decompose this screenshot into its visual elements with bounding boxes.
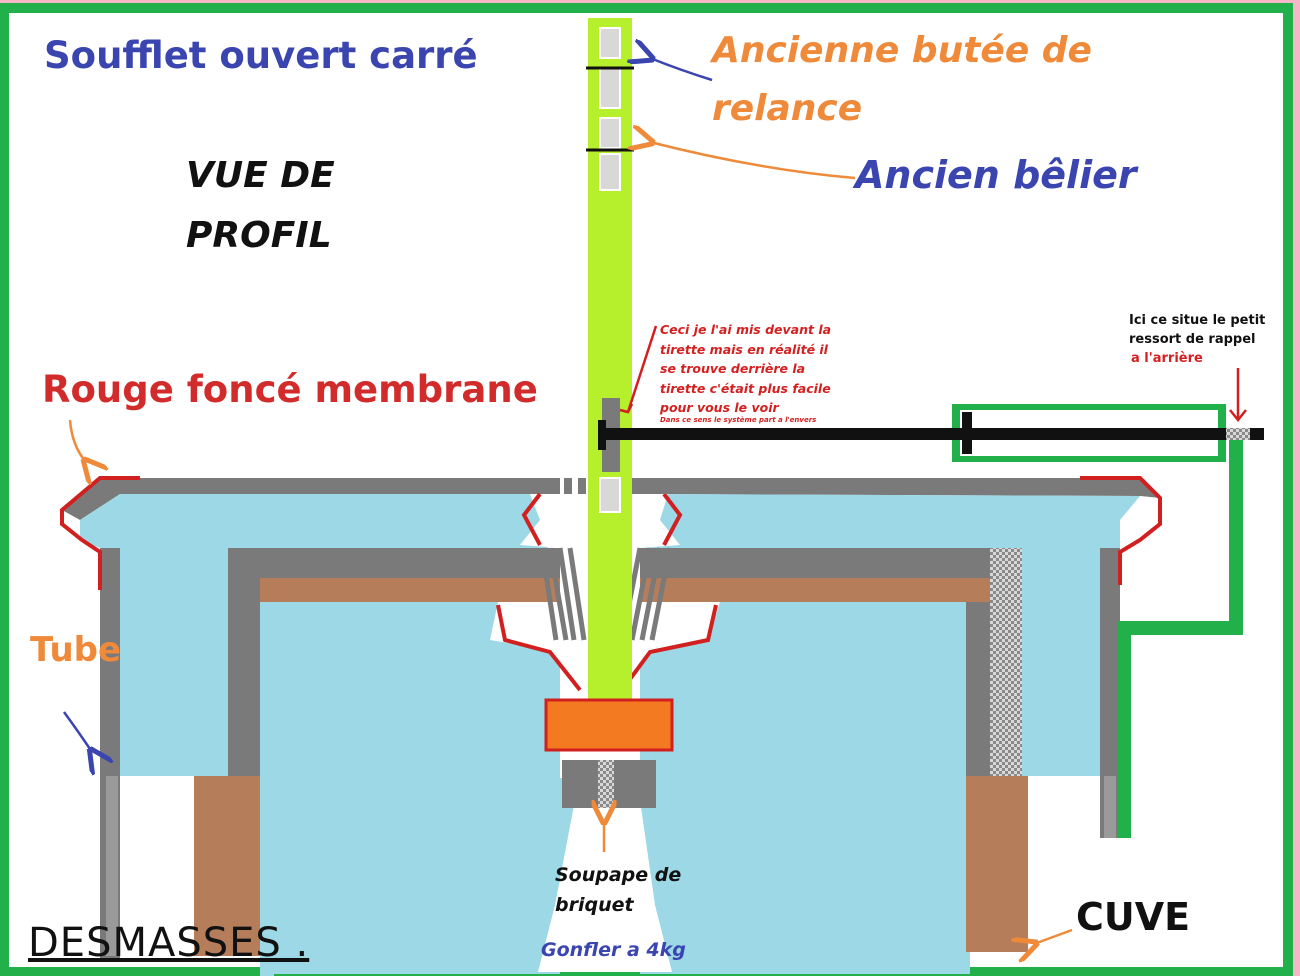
pull-rod: [586, 18, 634, 708]
diagram-title: Soufflet ouvert carré: [44, 34, 478, 77]
label-cuve: CUVE: [1076, 895, 1191, 939]
label-ressort-location: a l'arrière: [1131, 351, 1203, 366]
lower-cone-inner: [538, 800, 672, 972]
left-chamber: [80, 494, 560, 976]
return-mechanism: [598, 404, 1264, 838]
label-gonfler: Gonfler a 4kg: [541, 939, 686, 961]
valve-assembly: [544, 698, 674, 808]
label-tirette-note: Ceci je l'ai mis devant la tirette mais …: [660, 322, 832, 415]
label-ancienne-butee: Ancienne butée de relance: [712, 30, 1092, 129]
view-label: VUE DE PROFIL: [186, 155, 335, 256]
label-tube: Tube: [30, 620, 121, 680]
annotation-arrows: [62, 58, 1247, 944]
label-ressort: Ici ce situe le petit ressort de rappel: [1129, 313, 1266, 347]
label-membrane: Rouge foncé membrane: [42, 368, 538, 411]
label-ancien-belier: Ancien bêlier: [855, 153, 1137, 197]
top-plate: [62, 478, 1160, 520]
author-signature: DESMASSES .: [28, 920, 310, 966]
label-tirette-note-small: Dans ce sens le système part a l'envers: [660, 416, 817, 424]
label-soupape: Soupape de briquet: [555, 864, 682, 916]
right-chamber: [640, 494, 1140, 974]
